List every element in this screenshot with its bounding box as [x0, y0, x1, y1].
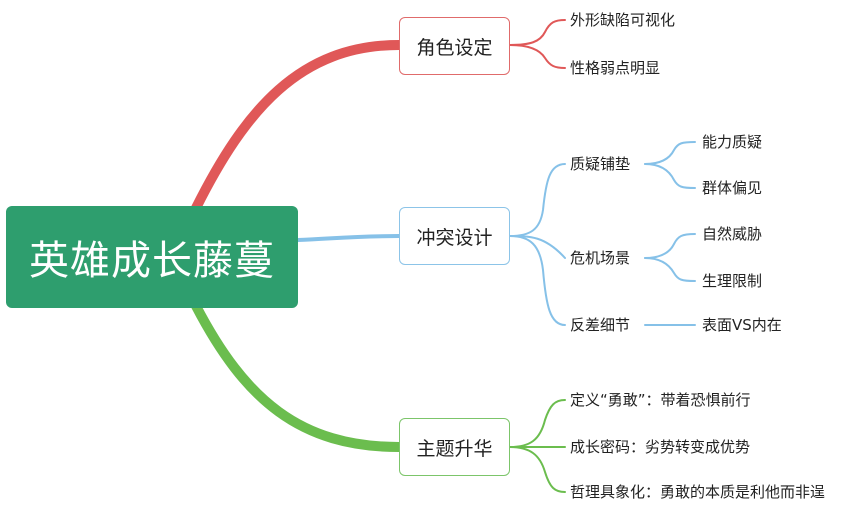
leaf-node[interactable]: 定义“勇敢”：带着恐惧前行: [570, 391, 751, 409]
root-label: 英雄成长藤蔓: [29, 238, 275, 284]
leaf-node[interactable]: 群体偏见: [702, 179, 763, 197]
connector-root-to-conflict: [296, 234, 401, 242]
branch-label: 冲突设计: [416, 226, 493, 249]
branch-label: 主题升华: [416, 437, 493, 460]
leaf-node[interactable]: 能力质疑: [702, 133, 763, 151]
leaf-node[interactable]: 生理限制: [702, 272, 763, 290]
connector-crisis-children: [644, 233, 696, 259]
branch-node-role-setting[interactable]: 角色设定: [399, 17, 510, 75]
leaf-node[interactable]: 哲理具象化：勇敢的本质是利他而非逞: [570, 483, 826, 501]
root-node[interactable]: 英雄成长藤蔓: [6, 206, 298, 308]
connector-theme-children: [509, 399, 566, 448]
subtopic-node[interactable]: 反差细节: [570, 316, 631, 334]
connector-conflict-children: [509, 163, 566, 237]
branch-node-theme-elevation[interactable]: 主题升华: [399, 418, 510, 476]
leaf-node[interactable]: 成长密码：劣势转变成优势: [570, 438, 751, 456]
subtopic-node[interactable]: 危机场景: [570, 249, 631, 267]
connector-root-to-role: [191, 40, 404, 213]
branch-label: 角色设定: [416, 36, 493, 59]
leaf-node[interactable]: 自然威胁: [702, 225, 763, 243]
connector-role-children: [509, 19, 566, 46]
leaf-node[interactable]: 表面VS内在: [702, 316, 782, 334]
connector-doubt-children: [644, 141, 696, 165]
leaf-node[interactable]: 外形缺陷可视化: [570, 11, 676, 29]
subtopic-node[interactable]: 质疑铺垫: [570, 155, 631, 173]
branch-node-conflict-design[interactable]: 冲突设计: [399, 207, 510, 265]
leaf-node[interactable]: 性格弱点明显: [570, 59, 661, 77]
connector-root-to-theme: [191, 301, 404, 452]
